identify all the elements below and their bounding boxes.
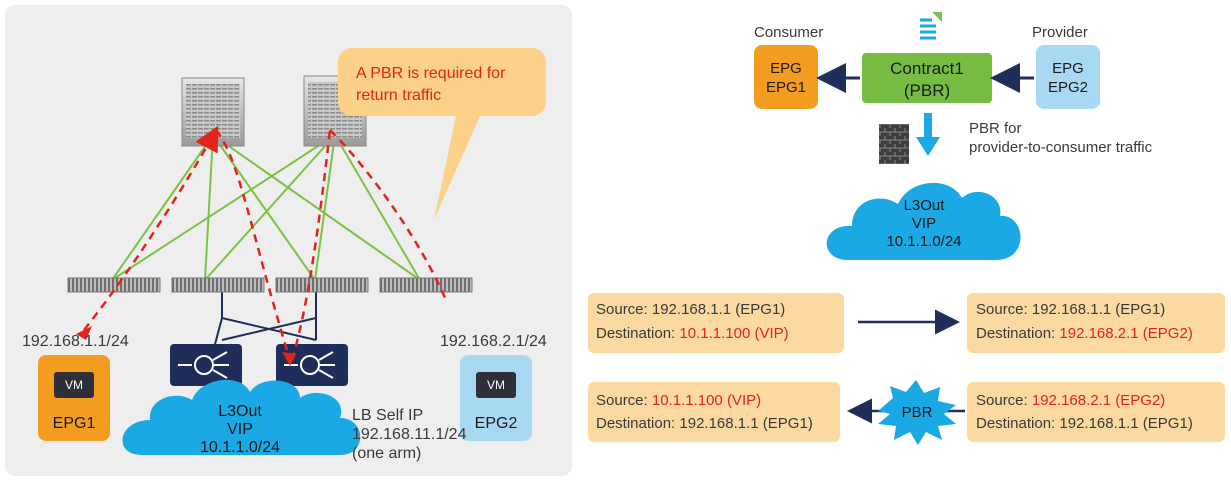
svg-text:Source: 192.168.1.1 (EPG1): Source: 192.168.1.1 (EPG1) xyxy=(976,301,1165,318)
fabric-links xyxy=(111,134,421,281)
flow-box-1: Source: 192.168.1.1 (EPG1) Destination: … xyxy=(588,293,844,353)
epg2-box: VM EPG2 xyxy=(460,355,532,441)
contract-box: Contract1 (PBR) xyxy=(862,53,992,103)
epg1-subnet-label: 192.168.1.1/24 xyxy=(22,333,129,350)
provider-epg-box: EPG EPG2 xyxy=(1036,45,1100,109)
epg2-subnet-label: 192.168.2.1/24 xyxy=(440,333,547,350)
pbr-note-line1: PBR for xyxy=(969,120,1022,137)
left-cloud-line3: 10.1.1.0/24 xyxy=(200,439,280,456)
left-cloud-line2: VIP xyxy=(227,421,253,438)
flow-box-4: Source: 192.168.2.1 (EPG2) Destination: … xyxy=(967,382,1225,442)
flow2-dst-label: Destination: xyxy=(976,325,1059,342)
epg1-label: EPG1 xyxy=(53,415,96,432)
right-cloud-line1: L3Out xyxy=(904,197,946,214)
consumer-epg-line2: EPG1 xyxy=(766,79,806,96)
contract-line2: (PBR) xyxy=(904,81,950,100)
load-balancer-1 xyxy=(170,344,242,386)
traffic-arrowhead-epg1 xyxy=(76,326,92,340)
lb-links xyxy=(213,292,317,349)
spine-switch-1 xyxy=(181,77,245,147)
right-cloud-line2: VIP xyxy=(912,215,936,232)
callout-text-line1: A PBR is required for xyxy=(356,65,506,82)
traffic-arrowhead-lb xyxy=(282,352,296,366)
contract-document-icon xyxy=(917,12,942,45)
flow3-src-label: Source: xyxy=(596,392,652,409)
flow1-dst-value: 10.1.1.100 (VIP) xyxy=(679,325,788,342)
provider-label: Provider xyxy=(1032,24,1088,41)
leaf-switch-4 xyxy=(379,277,473,293)
consumer-label: Consumer xyxy=(754,24,823,41)
lb-self-ip-line2: 192.168.11.1/24 xyxy=(352,426,467,443)
svg-text:Source: 192.168.1.1 (EPG1): Source: 192.168.1.1 (EPG1) xyxy=(596,301,785,318)
provider-epg-line1: EPG xyxy=(1052,60,1084,77)
pbr-burst-label: PBR xyxy=(902,404,933,421)
traffic-paths xyxy=(83,125,448,361)
flow3-dst-label: Destination: xyxy=(596,415,679,432)
leaf-switch-2 xyxy=(171,277,265,293)
right-cloud-line3: 10.1.1.0/24 xyxy=(886,233,961,250)
epg1-box: VM EPG1 xyxy=(38,355,110,441)
flow1-src-value: 192.168.1.1 (EPG1) xyxy=(652,301,785,318)
flow-box-3: Source: 10.1.1.100 (VIP) Destination: 19… xyxy=(588,382,840,442)
pbr-note-line2: provider-to-consumer traffic xyxy=(969,139,1153,156)
svg-text:Destination: 192.168.1.1 (EPG1: Destination: 192.168.1.1 (EPG1) xyxy=(976,415,1193,432)
flow4-src-value: 192.168.2.1 (EPG2) xyxy=(1032,392,1165,409)
flow-box-2: Source: 192.168.1.1 (EPG1) Destination: … xyxy=(967,293,1225,353)
leaf-switch-3 xyxy=(275,277,369,293)
epg1-vm-label: VM xyxy=(65,378,83,392)
flow2-src-label: Source: xyxy=(976,301,1032,318)
svg-text:Source: 10.1.1.100 (VIP): Source: 10.1.1.100 (VIP) xyxy=(596,392,761,409)
flow2-dst-value: 192.168.2.1 (EPG2) xyxy=(1059,325,1192,342)
flow1-src-label: Source: xyxy=(596,301,652,318)
epg2-label: EPG2 xyxy=(475,415,518,432)
pbr-down-arrow xyxy=(916,113,940,156)
flow4-src-label: Source: xyxy=(976,392,1032,409)
svg-text:Destination: 10.1.1.100 (VIP): Destination: 10.1.1.100 (VIP) xyxy=(596,325,789,342)
consumer-epg-box: EPG EPG1 xyxy=(754,45,818,109)
lb-self-ip-line3: (one arm) xyxy=(352,445,421,462)
firewall-icon xyxy=(879,124,909,164)
provider-epg-line2: EPG2 xyxy=(1048,79,1088,96)
consumer-epg-line1: EPG xyxy=(770,60,802,77)
leaf-switch-1 xyxy=(67,277,161,293)
contract-line1: Contract1 xyxy=(890,59,964,78)
flow1-dst-label: Destination: xyxy=(596,325,679,342)
right-l3out-cloud: L3Out VIP 10.1.1.0/24 xyxy=(826,182,1021,260)
flow2-src-value: 192.168.1.1 (EPG1) xyxy=(1032,301,1165,318)
svg-text:Source: 192.168.2.1 (EPG2): Source: 192.168.2.1 (EPG2) xyxy=(976,392,1165,409)
flow4-dst-value: 192.168.1.1 (EPG1) xyxy=(1059,415,1192,432)
left-panel xyxy=(5,5,572,476)
epg2-vm-label: VM xyxy=(487,378,505,392)
callout-text-line2: return traffic xyxy=(356,87,441,104)
flow4-dst-label: Destination: xyxy=(976,415,1059,432)
flow3-dst-value: 192.168.1.1 (EPG1) xyxy=(679,415,812,432)
lb-self-ip-line1: LB Self IP xyxy=(352,407,423,424)
left-l3out-cloud: L3Out VIP 10.1.1.0/24 xyxy=(122,379,361,456)
flow3-src-value: 10.1.1.100 (VIP) xyxy=(652,392,761,409)
pbr-burst: PBR xyxy=(878,380,956,445)
svg-text:Destination: 192.168.2.1 (EPG2: Destination: 192.168.2.1 (EPG2) xyxy=(976,325,1193,342)
svg-text:Destination: 192.168.1.1 (EPG1: Destination: 192.168.1.1 (EPG1) xyxy=(596,415,813,432)
pbr-callout: A PBR is required for return traffic xyxy=(338,48,546,220)
load-balancer-2 xyxy=(276,344,348,386)
left-cloud-line1: L3Out xyxy=(218,403,262,420)
